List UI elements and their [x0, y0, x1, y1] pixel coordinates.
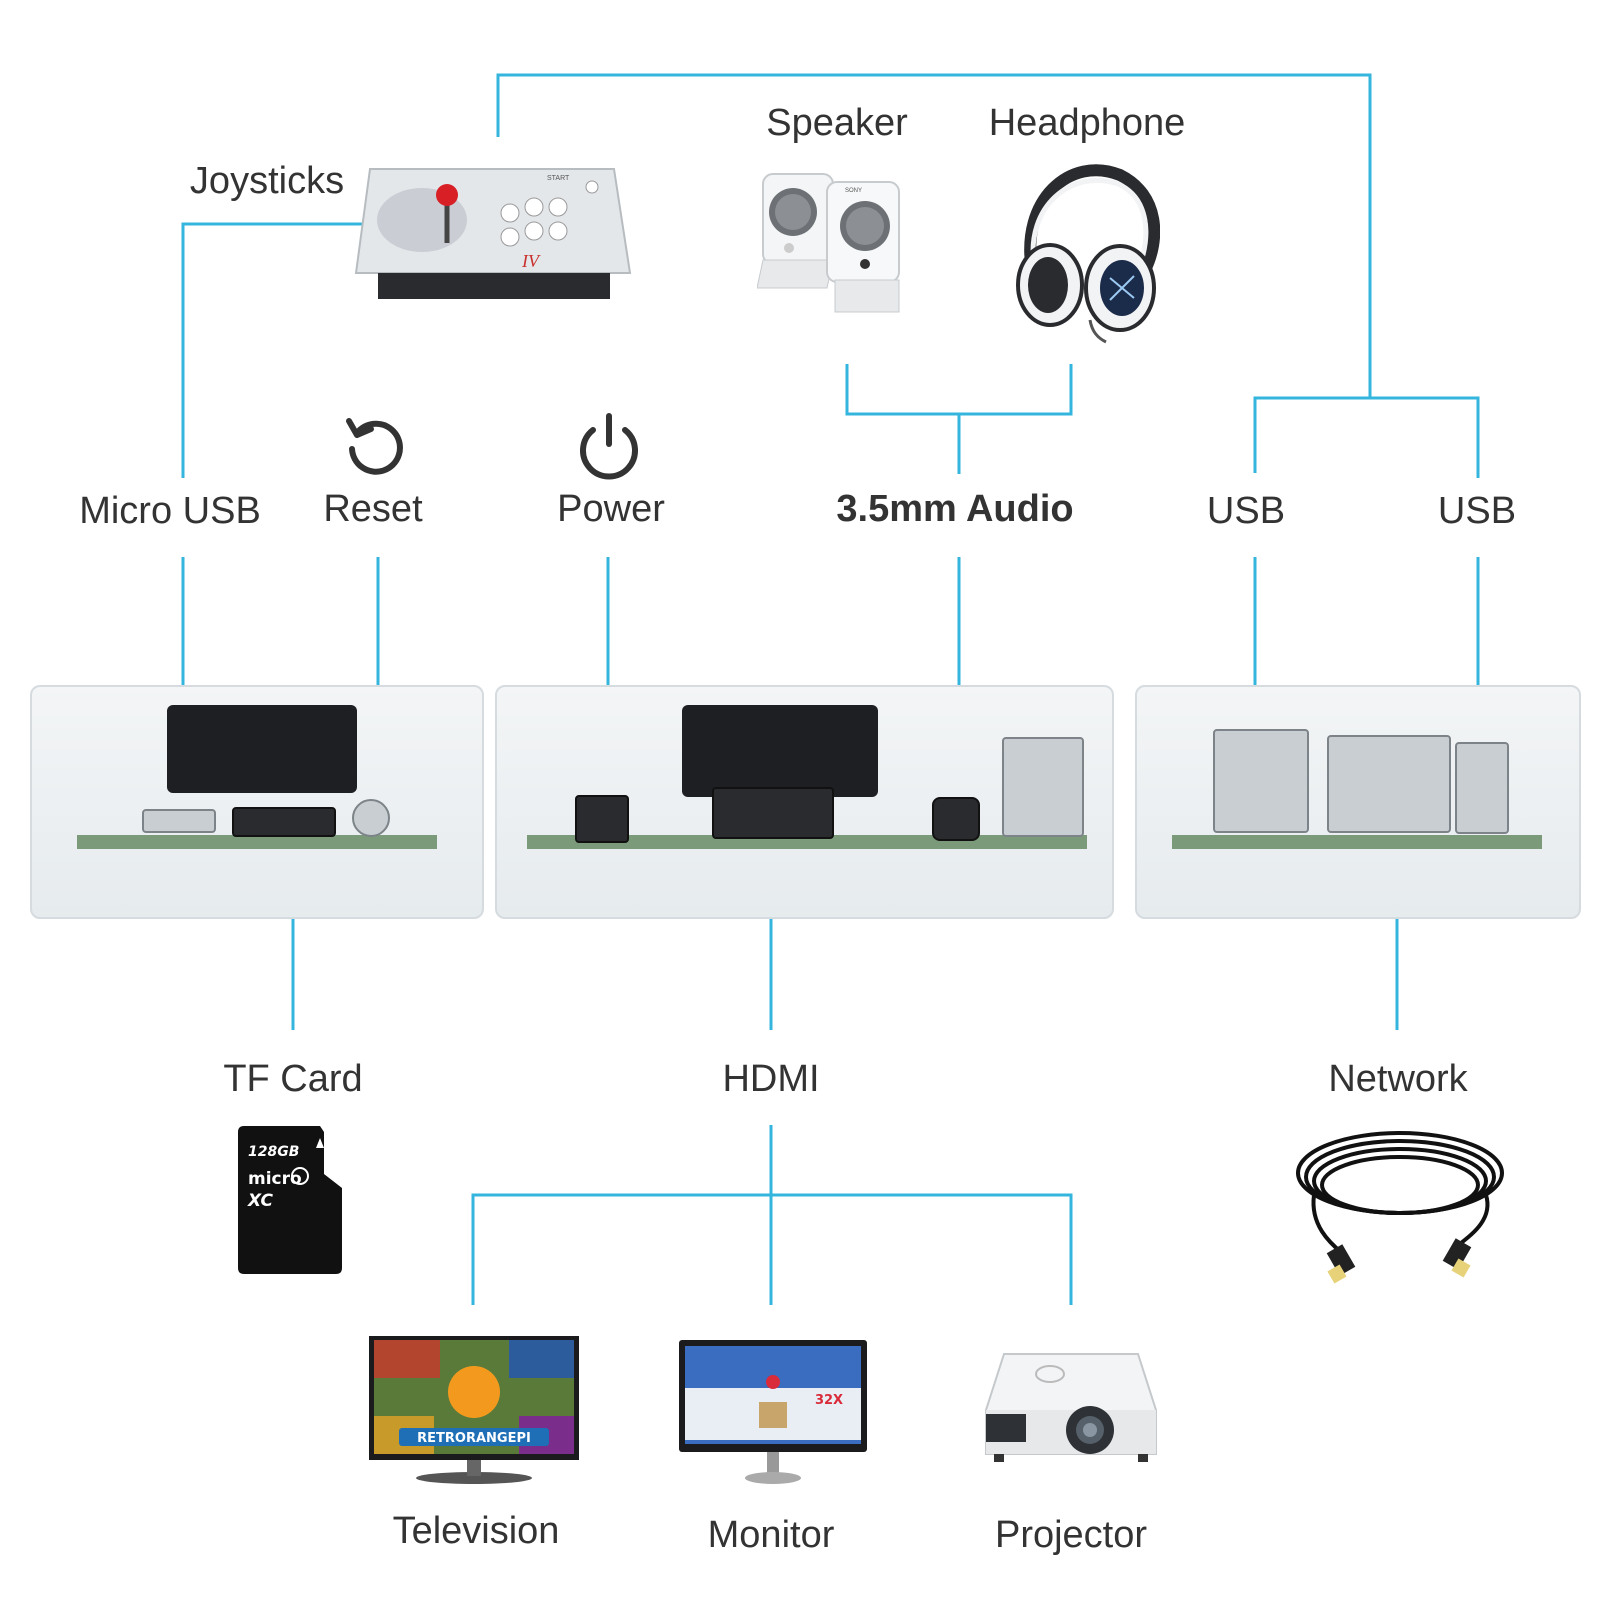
label-speaker: Speaker [766, 102, 908, 144]
micro-usb-port [142, 809, 216, 833]
label-network: Network [1328, 1058, 1468, 1100]
headphone-image [1016, 164, 1160, 344]
label-power: Power [557, 488, 665, 530]
label-projector: Projector [994, 1514, 1148, 1556]
usb-port-dual [1213, 729, 1309, 833]
label-joysticks: Joysticks [189, 160, 345, 202]
usb-branch-line [1253, 396, 1480, 478]
power-jack [575, 795, 629, 843]
joystick-image: START IV [354, 168, 632, 299]
label-hdmi: HDMI [722, 1058, 820, 1100]
television-image: RETRORANGEPI [369, 1336, 579, 1484]
network-cable-image [1296, 1131, 1504, 1284]
speaker-brand-text: SONY [845, 188, 862, 194]
monitor-image: 32X [679, 1340, 867, 1484]
case-right [1135, 685, 1581, 919]
case-middle [495, 685, 1114, 919]
label-usb-1: USB [1206, 490, 1286, 532]
tf-card-image: 128GB micro XC [238, 1126, 342, 1274]
label-usb-2: USB [1437, 490, 1517, 532]
label-reset: Reset [323, 488, 423, 530]
label-tf-card: TF Card [223, 1058, 363, 1100]
power-icon [580, 413, 638, 480]
tf-card-slot [232, 807, 336, 837]
label-monitor: Monitor [707, 1514, 835, 1556]
speaker-image: SONY [757, 173, 900, 313]
monitor-badge-text: 32X [815, 1393, 843, 1408]
case-right-board [1172, 835, 1542, 849]
case-left-fan [167, 705, 357, 793]
projector-image [985, 1353, 1157, 1462]
audio-jack [932, 797, 980, 841]
ethernet-port [1327, 735, 1451, 833]
hdmi-branch-line [471, 1193, 1073, 1305]
sd-capacity-text: 128GB [248, 1144, 299, 1160]
audio-bracket-line [845, 364, 1073, 416]
svg-text:IV: IV [521, 251, 541, 271]
sd-class-text: XC [247, 1191, 274, 1211]
joystick-microusb-line [181, 222, 368, 478]
case-left [30, 685, 484, 919]
joystick-usb-line [496, 73, 1372, 398]
hdmi-port [712, 787, 834, 839]
usb-port-single [1455, 742, 1509, 834]
reset-button [352, 799, 390, 837]
label-headphone: Headphone [988, 102, 1186, 144]
tv-logo-text: RETRORANGEPI [417, 1431, 531, 1446]
label-audio: 3.5mm Audio [836, 488, 1074, 530]
case-middle-fan [682, 705, 878, 797]
sd-brand-text: micro [248, 1169, 302, 1189]
label-micro-usb: Micro USB [79, 490, 261, 532]
joystick-start-text: START [547, 175, 570, 182]
label-television: Television [392, 1510, 560, 1552]
usb-port-vertical [1002, 737, 1084, 837]
reset-icon [346, 418, 403, 475]
case-left-board [77, 835, 437, 849]
